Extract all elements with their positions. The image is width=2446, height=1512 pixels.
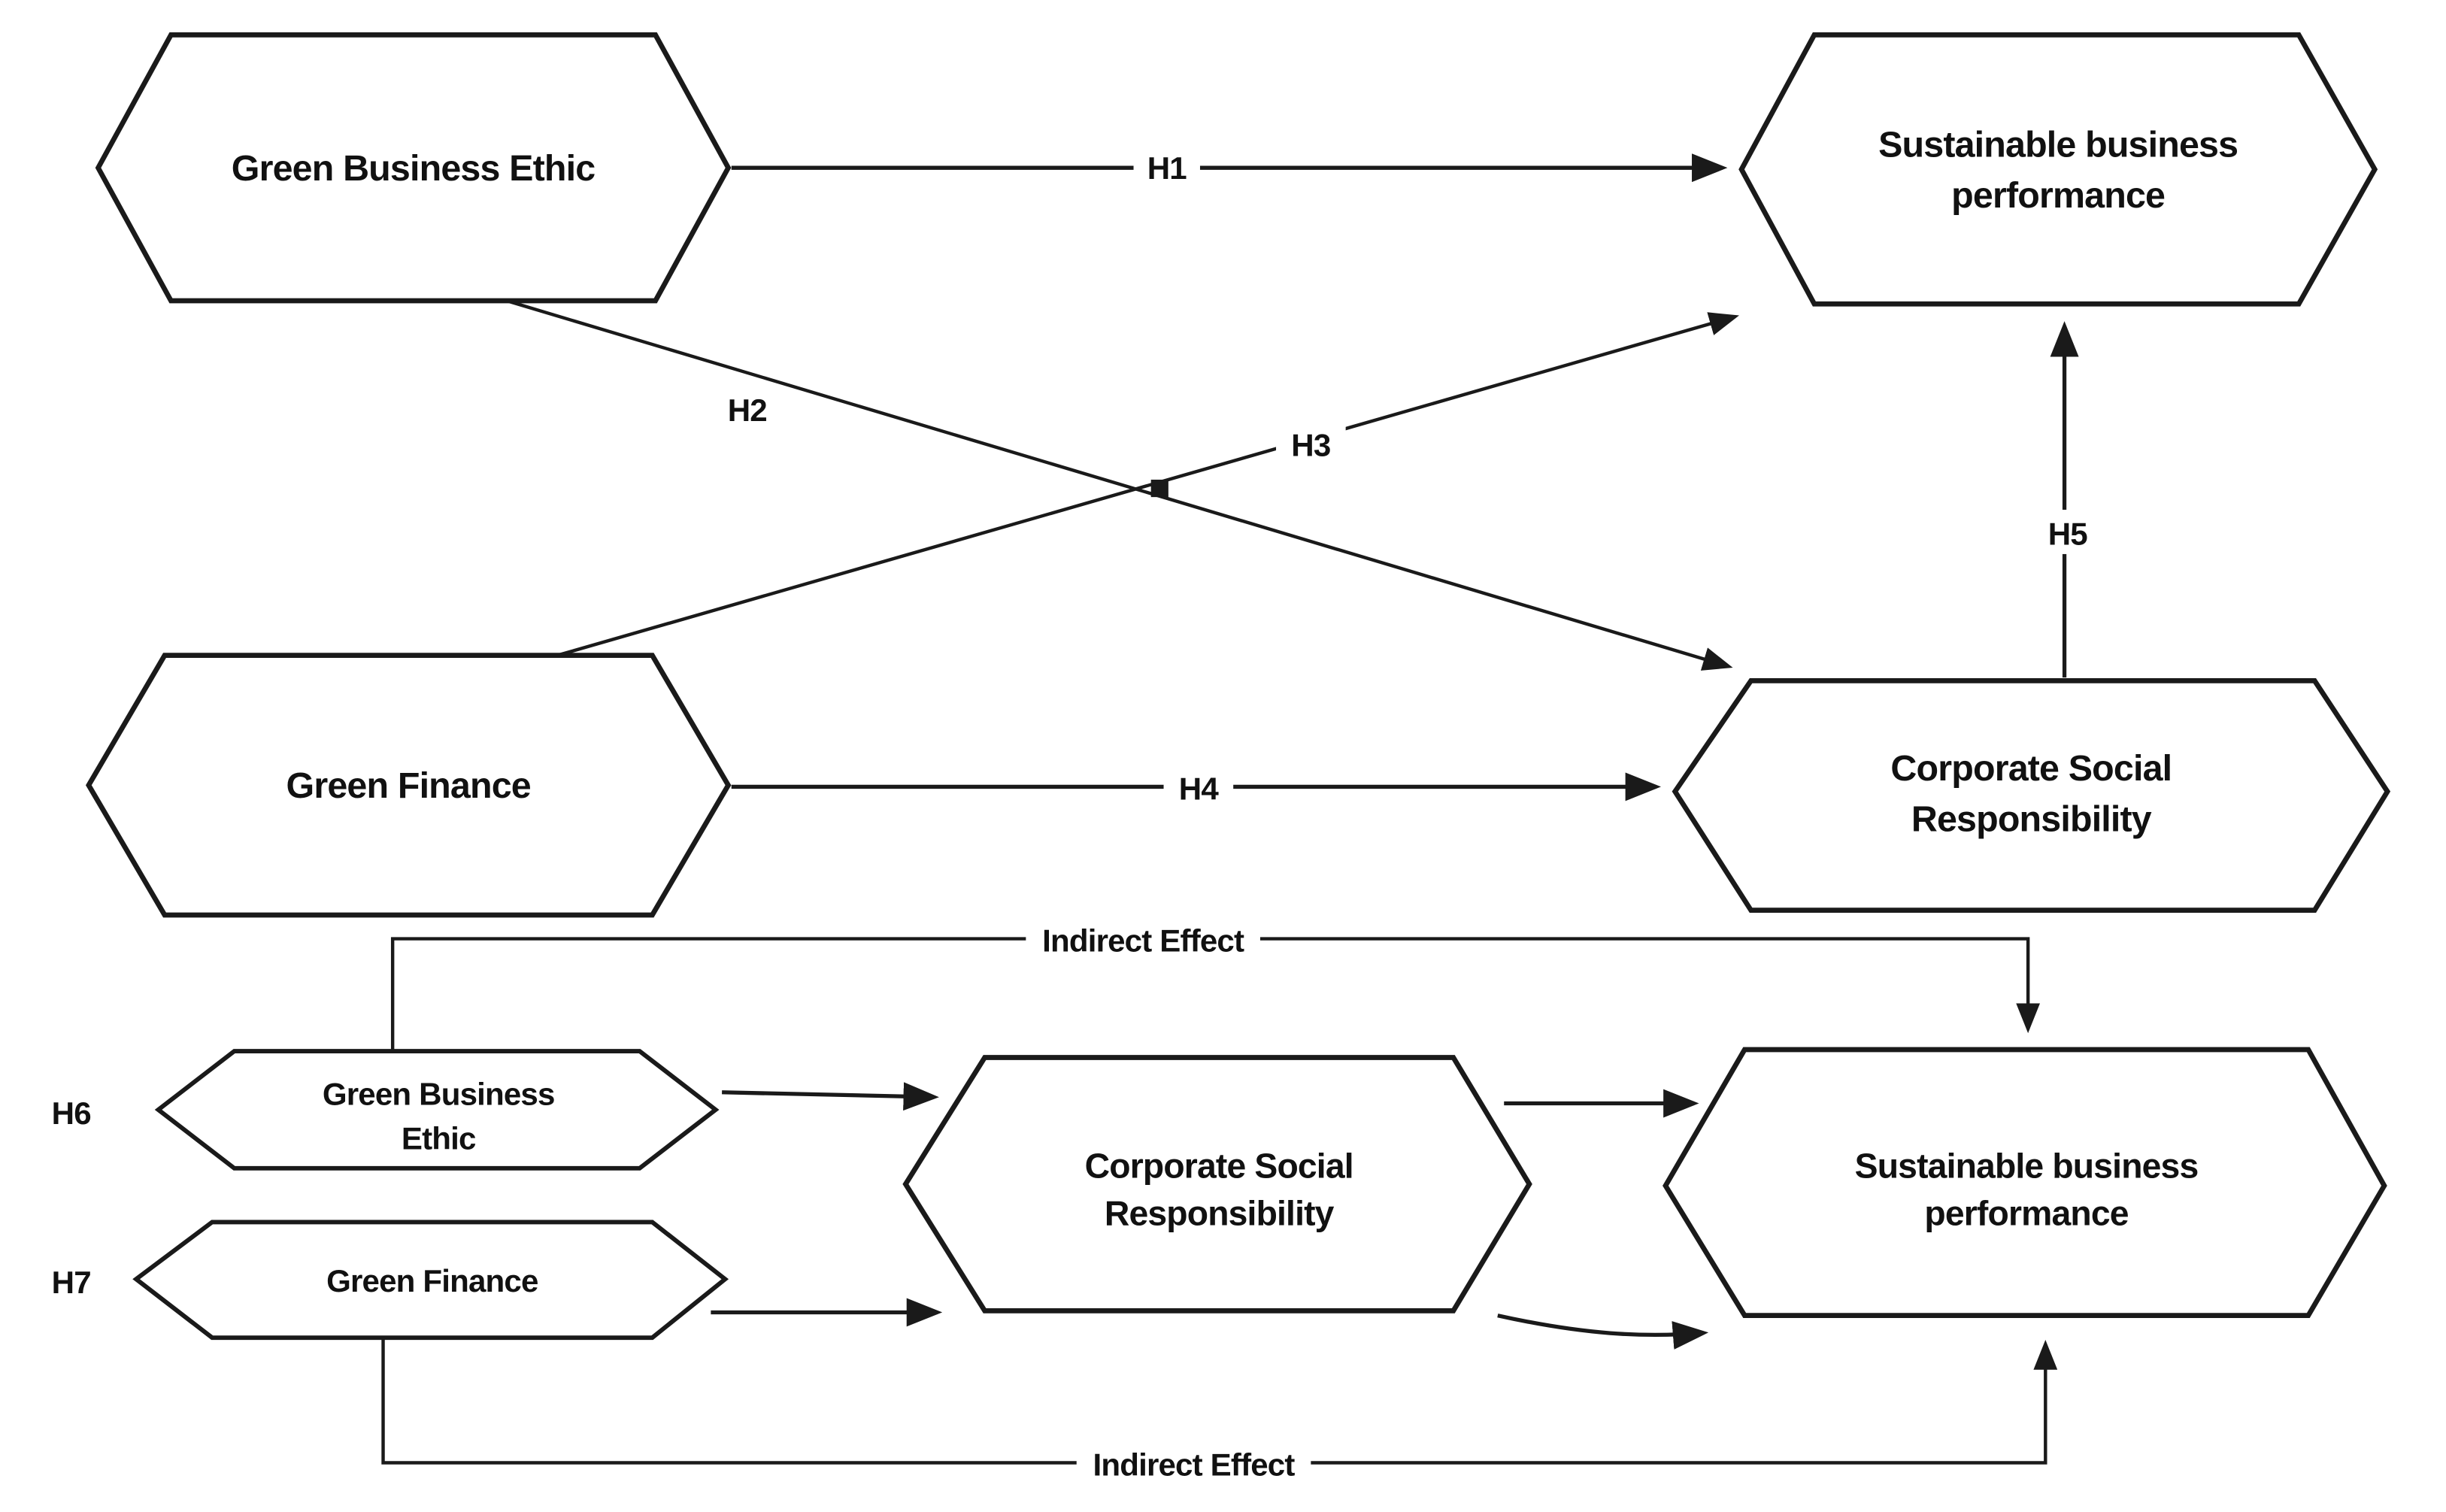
med-node-green-business-ethic-hexagon	[154, 1049, 720, 1171]
edge-h3-label: H3	[1291, 427, 1330, 462]
edge-h5-label-bg	[2029, 509, 2103, 554]
edge-h5-label: H5	[2048, 516, 2088, 551]
indirect-effect-bottom-label: Indirect Effect	[1093, 1447, 1296, 1482]
edge-crossing-dot	[1150, 479, 1168, 498]
edge-h3-label-bg	[1276, 423, 1346, 466]
edge-gbe-to-csr-arrow	[722, 1082, 939, 1111]
direct-model: Green Business Ethic Sustainable busines…	[86, 32, 2391, 918]
med-node-corporate-social-responsibility-label-line2: Responsibility	[1105, 1194, 1335, 1233]
h6-label: H6	[52, 1095, 91, 1131]
med-node-green-finance-hexagon	[132, 1220, 729, 1341]
med-node-green-business-ethic-label-line2: Ethic	[402, 1121, 476, 1156]
med-node-sustainable-business-performance-label-line1: Sustainable business	[1855, 1146, 2199, 1185]
node-sustainable-business-performance-label-line2: performance	[1951, 175, 2165, 216]
edge-h3-arrow	[556, 312, 1739, 657]
med-node-sustainable-business-performance-hexagon	[1662, 1047, 2387, 1319]
node-corporate-social-responsibility-hexagon	[1672, 677, 2391, 914]
edge-h4-label-bg	[1163, 766, 1234, 809]
node-green-business-ethic-hexagon	[95, 32, 732, 304]
edge-h4-label: H4	[1179, 771, 1220, 806]
edge-csr-to-sbp-lower-arrow	[1497, 1314, 1709, 1350]
indirect-effect-top-label-bg	[1026, 918, 1260, 959]
node-sustainable-business-performance-hexagon	[1738, 32, 2378, 307]
med-node-green-business-ethic-label-line1: Green Business	[323, 1077, 555, 1112]
med-node-green-finance-label: Green Finance	[326, 1263, 538, 1298]
indirect-effect-top-label: Indirect Effect	[1042, 923, 1244, 958]
h7-label: H7	[52, 1265, 91, 1300]
edge-h2-label: H2	[728, 392, 767, 428]
edge-h2-arrow	[506, 298, 1733, 671]
med-node-sustainable-business-performance-label-line2: performance	[1924, 1194, 2128, 1233]
med-node-corporate-social-responsibility-label-line1: Corporate Social	[1085, 1146, 1353, 1185]
node-green-business-ethic-label: Green Business Ethic	[232, 148, 596, 189]
indirect-effect-bottom-label-bg	[1076, 1442, 1311, 1483]
node-corporate-social-responsibility-label-line1: Corporate Social	[1890, 748, 2172, 789]
node-green-finance-label: Green Finance	[286, 765, 531, 806]
mediation-model: H6 H7 Green Business Ethic Green Finance…	[52, 918, 2387, 1483]
edge-h1-label-bg	[1133, 145, 1200, 189]
node-sustainable-business-performance-label-line1: Sustainable business	[1878, 124, 2238, 165]
edge-h1-label: H1	[1147, 150, 1187, 186]
node-green-finance-hexagon	[86, 653, 732, 918]
edge-h2-label-bg	[712, 387, 783, 431]
med-node-corporate-social-responsibility-hexagon	[902, 1055, 1532, 1314]
node-corporate-social-responsibility-label-line2: Responsibility	[1911, 798, 2152, 839]
